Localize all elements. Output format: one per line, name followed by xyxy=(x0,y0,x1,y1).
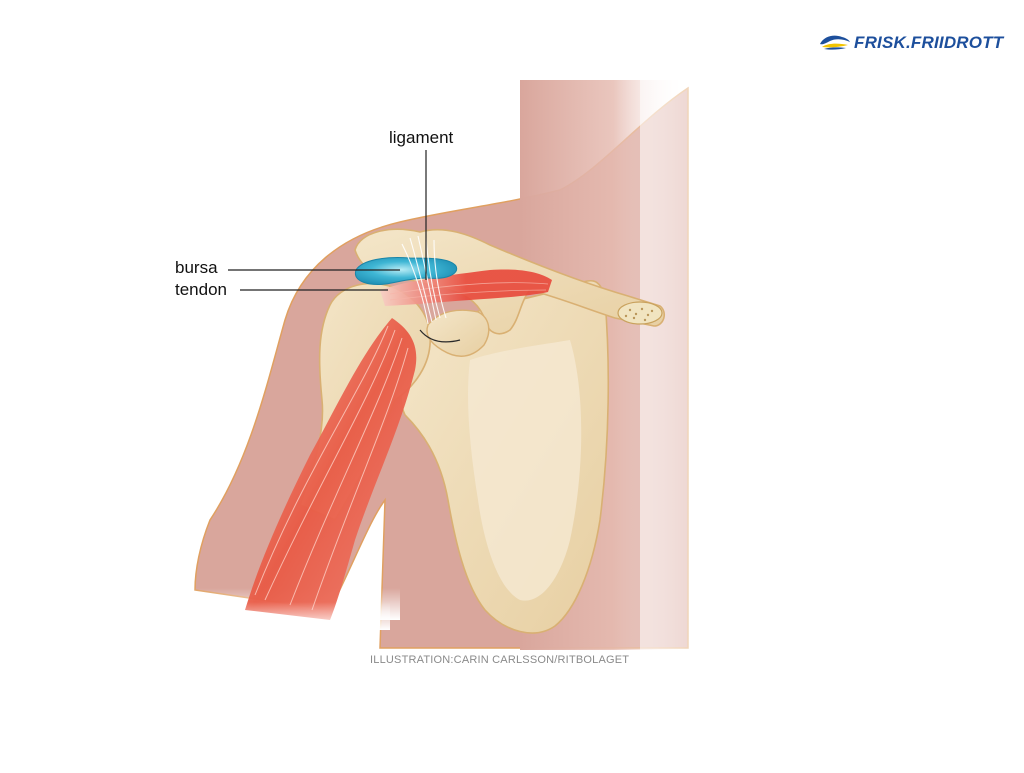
tendon xyxy=(380,269,552,306)
ligament xyxy=(401,235,447,325)
tendon-label: tendon xyxy=(175,280,227,299)
brand-mark-icon xyxy=(820,35,850,50)
leader-lines xyxy=(228,150,427,291)
arm-muscle xyxy=(230,318,417,630)
ligament-label: ligament xyxy=(389,128,454,147)
brand-name: FRISK.FRIIDROTT xyxy=(854,33,1004,52)
scapula-bone xyxy=(400,280,610,634)
brand-logo: FRISK.FRIIDROTT xyxy=(818,30,1008,56)
coracoid-bone xyxy=(419,309,490,357)
bursa-label: bursa xyxy=(175,258,218,277)
illustration-credit: ILLUSTRATION:CARIN CARLSSON/RITBOLAGET xyxy=(370,654,630,666)
